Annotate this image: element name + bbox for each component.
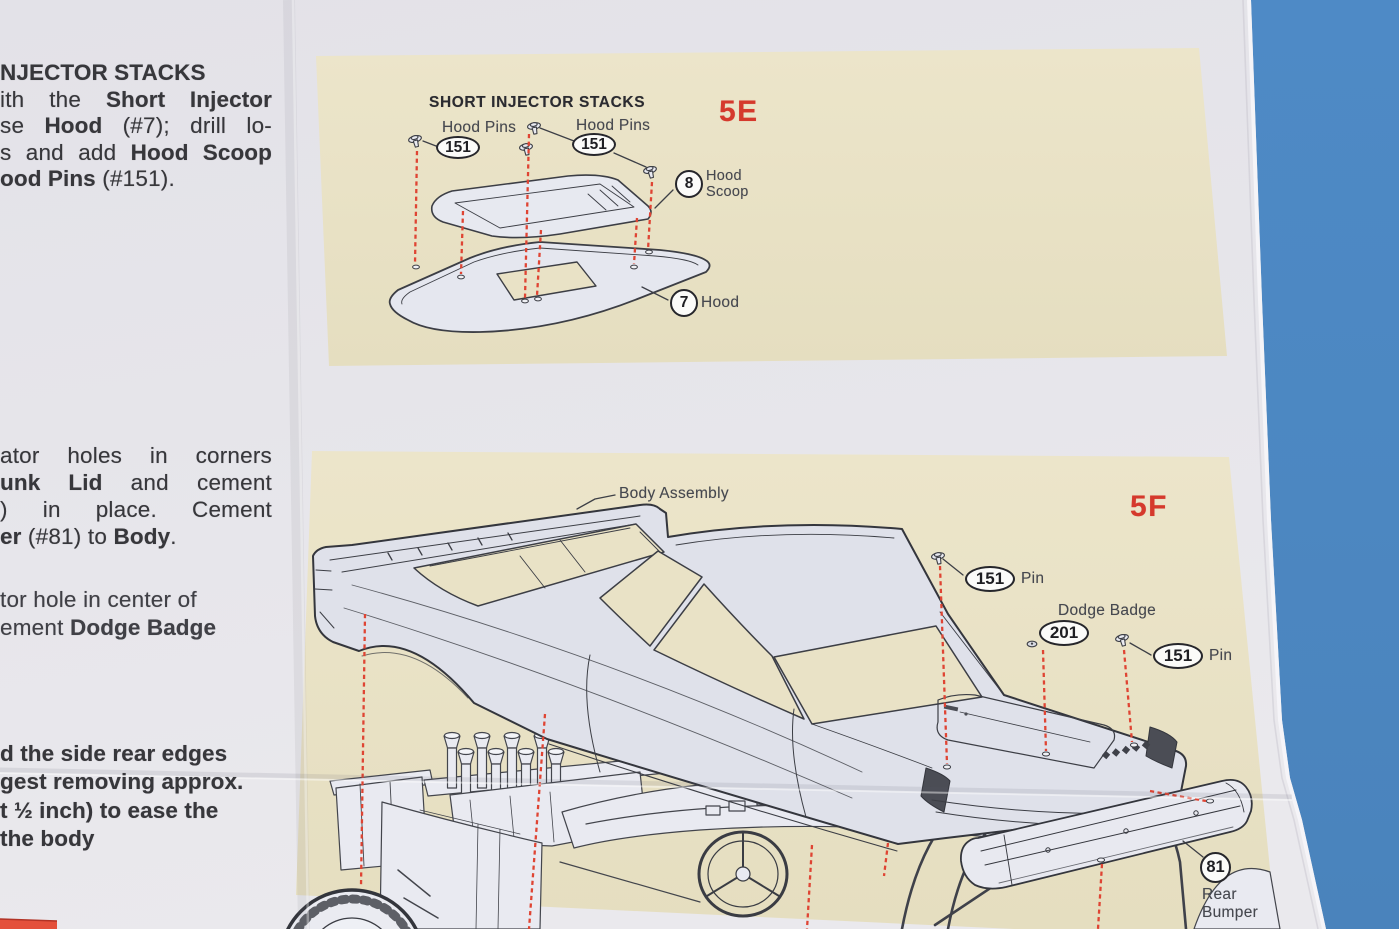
instruction-block-injector-stacks: NJECTOR STACKS ith the Short Injector se… (0, 60, 272, 193)
paper-edge-shade (1242, 0, 1319, 929)
part-callout-151-pin-left: 151 (965, 566, 1015, 592)
pin-label-right: Pin (1209, 647, 1233, 664)
rear-bumper-label: Rear Bumper (1202, 886, 1258, 921)
instruction-line: the body (0, 826, 95, 852)
instruction-line: t ½ inch) to ease the (0, 797, 219, 823)
instruction-line: gest removing approx. (0, 769, 244, 795)
instruction-line: ator holes in corners (0, 443, 272, 468)
part-callout-81: 81 (1200, 852, 1231, 883)
part-callout-151-left: 151 (436, 136, 480, 159)
instruction-line: ement Dodge Badge (0, 614, 217, 640)
instruction-line: er (#81) to Body. (0, 524, 177, 549)
hood-scoop-label-line2: Scoop (706, 183, 749, 200)
instruction-line: unk Lid and cement (0, 470, 272, 495)
callout-leader-lines-5f (576, 494, 1204, 858)
red-sheet-corner (0, 918, 58, 929)
rear-bumper-label-line1: Rear (1202, 886, 1237, 903)
paper-creases (0, 0, 1293, 929)
paper-edge-highlight (1247, 0, 1326, 929)
instruction-line: NJECTOR STACKS (0, 60, 206, 85)
part-callout-8: 8 (675, 170, 703, 198)
step-5f-diagram (286, 494, 1281, 929)
instruction-line: tor hole in center of (0, 587, 197, 612)
hood-pins-label-right: Hood Pins (576, 117, 651, 134)
instruction-line: d the side rear edges (0, 741, 228, 766)
assembly-dashed-lines-5f (359, 565, 1207, 929)
instruction-line: ood Pins (#151). (0, 166, 175, 191)
part-callout-151-right: 151 (572, 133, 616, 156)
instruction-block-dodge-badge: tor hole in center of ement Dodge Badge (0, 586, 272, 641)
hood-scoop-label: Hood Scoop (706, 168, 749, 200)
hood-label: Hood (701, 294, 740, 311)
front-tire (286, 888, 418, 929)
callout-leader-lines-5e (422, 127, 674, 301)
dodge-badge-label: Dodge Badge (1058, 602, 1157, 619)
rear-bumper-part (960, 778, 1253, 890)
body-assembly-label: Body Assembly (619, 485, 729, 502)
assembly-dashed-lines-5e (413, 133, 654, 299)
instruction-line: s and add Hood Scoop (0, 139, 272, 165)
hood-scoop-label-line1: Hood (706, 168, 742, 184)
hood-pin-holes (412, 249, 653, 304)
instruction-line: se Hood (#7); drill lo- (0, 113, 272, 138)
pin-label-left: Pin (1021, 570, 1045, 587)
part-callout-151-pin-right: 151 (1153, 643, 1203, 669)
part-callout-7: 7 (670, 289, 698, 317)
instruction-line: ) in place. Cement (0, 497, 272, 522)
instruction-block-trunk-lid: ator holes in corners unk Lid and cement… (0, 442, 272, 550)
steering-wheel (697, 830, 789, 918)
step-label-5f: 5F (1130, 490, 1169, 523)
hood-part (388, 241, 711, 333)
instruction-block-rear-edges: d the side rear edges gest removing appr… (0, 740, 272, 854)
part-callout-201: 201 (1039, 620, 1089, 646)
step-5e-title: SHORT INJECTOR STACKS (429, 94, 646, 111)
hood-scoop-part (430, 174, 652, 239)
hood-pins-label-left: Hood Pins (442, 119, 517, 136)
instruction-line: ith the Short Injector (0, 86, 272, 112)
rear-bumper-label-line2: Bumper (1202, 903, 1259, 921)
dodge-badge-part (1026, 640, 1038, 648)
step-5e-diagram (388, 121, 711, 333)
pin-holes-5f (942, 742, 1215, 863)
step-label-5e: 5E (719, 95, 759, 128)
